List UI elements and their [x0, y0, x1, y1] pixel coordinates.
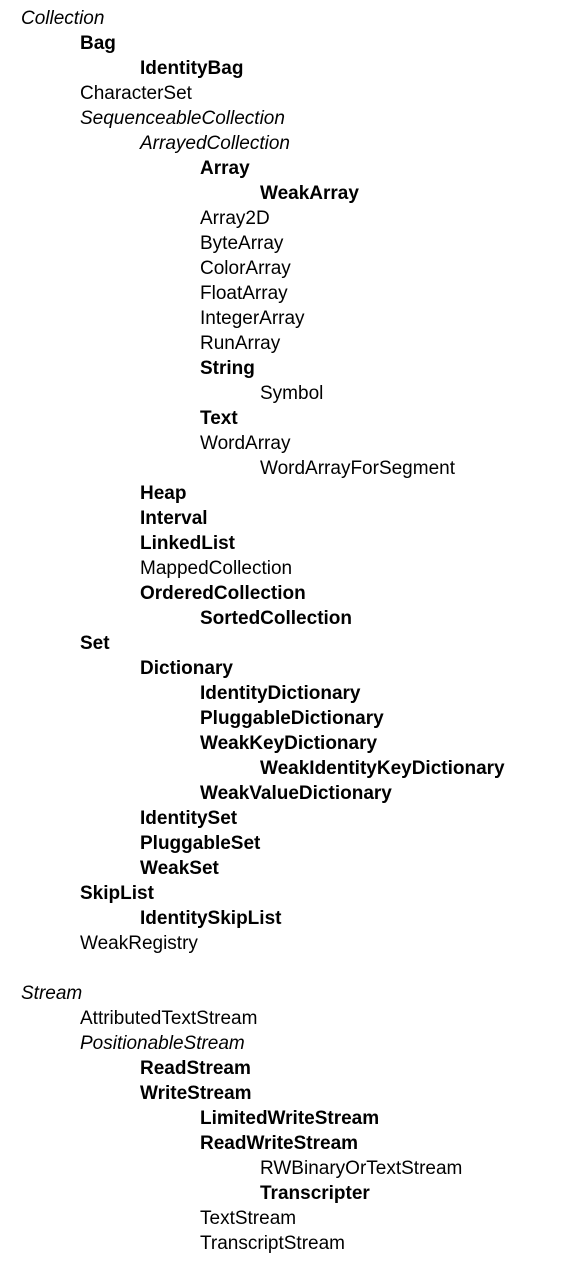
class-node: WeakArray — [260, 183, 359, 204]
class-node: PositionableStream — [80, 1033, 245, 1054]
class-node: String — [200, 358, 255, 379]
class-node: WeakKeyDictionary — [200, 733, 378, 754]
class-node: IdentitySkipList — [140, 908, 282, 929]
class-node: WeakIdentityKeyDictionary — [260, 758, 505, 779]
section-spacer — [0, 956, 564, 981]
class-node: WriteStream — [140, 1083, 252, 1104]
class-node: SkipList — [80, 883, 154, 904]
class-node: ColorArray — [200, 258, 291, 279]
class-node: TextStream — [200, 1208, 297, 1229]
class-node: Dictionary — [140, 658, 233, 679]
class-node: ReadStream — [140, 1058, 251, 1079]
class-node: Bag — [80, 33, 116, 54]
class-node: LinkedList — [140, 533, 236, 554]
class-node: Stream — [21, 983, 83, 1004]
class-node: Array2D — [200, 208, 270, 229]
class-node: Collection — [21, 8, 105, 29]
class-node: ReadWriteStream — [200, 1133, 359, 1154]
class-node: OrderedCollection — [140, 583, 306, 604]
class-node: IdentitySet — [140, 808, 238, 829]
class-node: ByteArray — [200, 233, 284, 254]
class-node: IdentityBag — [140, 58, 244, 79]
class-node: Heap — [140, 483, 187, 504]
class-node: IntegerArray — [200, 308, 305, 329]
class-node: Set — [80, 633, 110, 654]
class-node: ArrayedCollection — [140, 133, 290, 154]
class-node: Transcripter — [260, 1183, 370, 1204]
class-node: PluggableDictionary — [200, 708, 384, 729]
class-node: AttributedTextStream — [80, 1008, 258, 1029]
class-node: IdentityDictionary — [200, 683, 361, 704]
class-node: WeakSet — [140, 858, 219, 879]
class-node: TranscriptStream — [200, 1233, 345, 1254]
class-node: PluggableSet — [140, 833, 261, 854]
class-node: WordArrayForSegment — [260, 458, 455, 479]
class-node: Symbol — [260, 383, 324, 404]
class-node: MappedCollection — [140, 558, 293, 579]
class-node: WeakRegistry — [80, 933, 198, 954]
class-node: FloatArray — [200, 283, 288, 304]
class-node: RunArray — [200, 333, 281, 354]
class-node: LimitedWriteStream — [200, 1108, 380, 1129]
class-node: SortedCollection — [200, 608, 353, 629]
class-node: SequenceableCollection — [80, 108, 285, 129]
class-node: WeakValueDictionary — [200, 783, 392, 804]
class-node: Text — [200, 408, 238, 429]
class-node: CharacterSet — [80, 83, 192, 104]
class-node: Array — [200, 158, 250, 179]
class-node: RWBinaryOrTextStream — [260, 1158, 463, 1179]
class-node: Interval — [140, 508, 208, 529]
class-node: WordArray — [200, 433, 291, 454]
